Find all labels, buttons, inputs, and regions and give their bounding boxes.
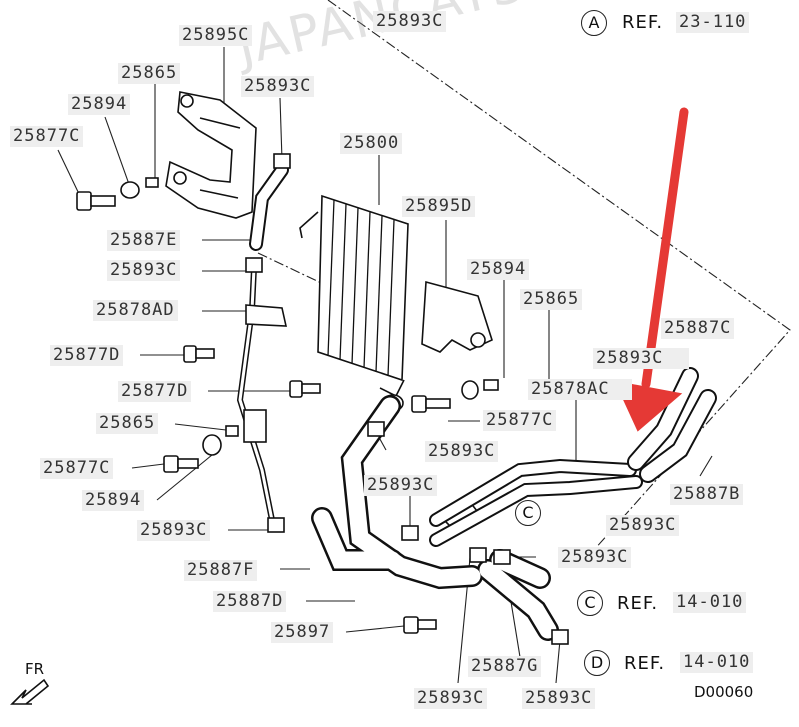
washer-25894-top: [120, 181, 140, 199]
ref-d-page[interactable]: 14-010: [680, 652, 754, 673]
part-label-25887f[interactable]: 25887F: [184, 560, 258, 581]
part-label-25877d[interactable]: 25877D: [50, 345, 124, 366]
bolt-25877c-top: [76, 191, 92, 211]
part-label-25894[interactable]: 25894: [68, 94, 131, 115]
oil-cooler: [299, 194, 409, 412]
clip-hose: [243, 409, 267, 443]
part-label-25877c[interactable]: 25877C: [10, 126, 84, 147]
bracket-hose: [245, 304, 288, 327]
front-arrow: [10, 678, 50, 705]
part-label-25865[interactable]: 25865: [118, 63, 181, 84]
clamp-25893c-d: [401, 525, 419, 541]
bolt-25877c-low: [163, 455, 179, 473]
part-label-25887d[interactable]: 25887D: [213, 591, 287, 612]
bolt-25877c-mid: [411, 395, 427, 413]
part-label-25865[interactable]: 25865: [96, 413, 159, 434]
ref-c-marker: C: [577, 590, 603, 616]
clamp-25893c-a: [273, 153, 291, 169]
part-label-25895c[interactable]: 25895C: [179, 25, 253, 46]
boundary-left: [257, 252, 337, 291]
clamp-25893c-c: [367, 421, 385, 437]
bolt-25877d-a: [183, 345, 197, 363]
part-label-25877d[interactable]: 25877D: [118, 381, 192, 402]
washer-25894-mid: [461, 380, 479, 400]
bracket-upper: [165, 91, 257, 219]
part-label-25893c[interactable]: 25893C: [425, 441, 499, 462]
part-label-25893c[interactable]: 25893C: [558, 547, 632, 568]
collar-25865-mid: [483, 379, 499, 391]
collar-25865-low: [225, 425, 239, 437]
part-label-25893c[interactable]: 25893C: [137, 520, 211, 541]
part-label-25895d[interactable]: 25895D: [402, 196, 476, 217]
part-label-25893c[interactable]: 25893C: [522, 688, 596, 709]
ref-c-word: REF.: [617, 593, 659, 614]
ref-c-page[interactable]: 14-010: [673, 592, 747, 613]
part-label-25893c[interactable]: 25893C: [241, 76, 315, 97]
clamp-25893c-h: [551, 629, 569, 645]
part-label-25893c-partial[interactable]: 25893C: [593, 348, 689, 369]
part-label-25887g[interactable]: 25887G: [468, 656, 542, 677]
clamp-25893c-b: [245, 257, 263, 273]
part-label-25878ad[interactable]: 25878AD: [93, 300, 178, 321]
collar-25865-top: [145, 177, 159, 188]
front-label: FR: [25, 660, 45, 678]
part-label-25878ac[interactable]: 25878AC: [528, 379, 632, 400]
clamp-25893c-g: [469, 547, 487, 563]
bolt-25877d-b: [289, 380, 303, 398]
ref-a-page[interactable]: 23-110: [676, 12, 750, 33]
part-label-25887e[interactable]: 25887E: [107, 230, 181, 251]
part-label-25894[interactable]: 25894: [82, 490, 145, 511]
part-label-25897[interactable]: 25897: [271, 622, 334, 643]
ref-d-marker: D: [584, 650, 610, 676]
clamp-25893c-e: [267, 517, 285, 533]
part-label-25893c[interactable]: 25893C: [364, 475, 438, 496]
part-label-25893c[interactable]: 25893C: [107, 260, 181, 281]
part-label-25877c[interactable]: 25877C: [40, 458, 114, 479]
ref-d-word: REF.: [624, 653, 666, 674]
part-label-25894[interactable]: 25894: [467, 259, 530, 280]
part-label-25893c[interactable]: 25893C: [606, 515, 680, 536]
ref-a-word: REF.: [622, 12, 664, 33]
boundary-right: [327, 0, 791, 561]
part-label-25865[interactable]: 25865: [520, 289, 583, 310]
part-label-25887c[interactable]: 25887C: [661, 318, 735, 339]
part-label-25893c[interactable]: 25893C: [373, 11, 447, 32]
diagram-code: D00060: [694, 683, 754, 701]
ref-a-marker: A: [581, 10, 607, 36]
bolt-25897: [403, 616, 419, 634]
clamp-25893c-f: [493, 549, 511, 565]
part-label-25893c[interactable]: 25893C: [414, 688, 488, 709]
washer-25894-low: [202, 434, 222, 456]
inline-c-marker: C: [515, 500, 541, 526]
part-label-25877c[interactable]: 25877C: [483, 410, 557, 431]
part-label-25800[interactable]: 25800: [340, 133, 403, 154]
red-arrow: [614, 107, 689, 432]
part-label-25887b[interactable]: 25887B: [670, 484, 744, 505]
